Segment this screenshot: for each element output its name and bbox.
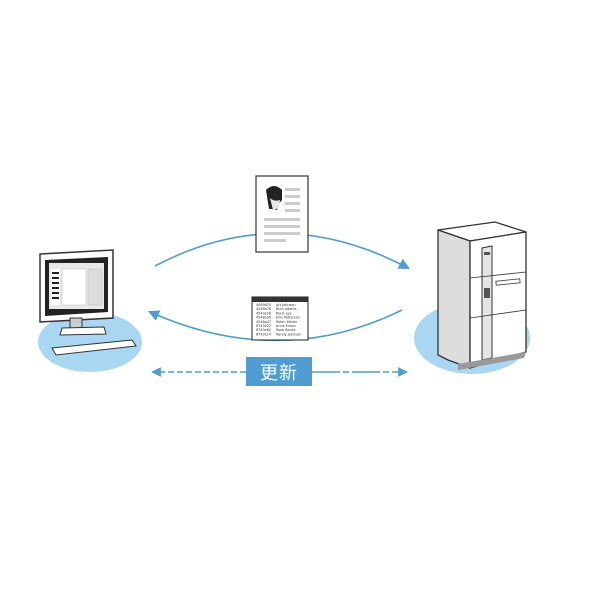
table-row-id: 8743e22 [256,324,271,328]
data-table-icon: 4469620 Art Johnson 4548a78 Ruth Adams 4543e… [251,296,309,341]
table-row-id: 4548a78 [256,307,271,311]
table-row-name: Ellis Patterson [276,316,300,320]
server-icon [437,221,527,370]
table-row-name: Anne Evans [276,324,296,328]
table-row-id: 8743e14 [256,332,271,336]
table-row-name: Art Johnson [276,303,295,307]
table-row-name: Randy Johnson [276,332,301,336]
table-row-name: Robin Maher [276,320,298,324]
table-row-name: Boris Lee [276,311,292,315]
table-row-id: 4548a35 [256,316,271,320]
profile-document-icon [255,175,309,253]
desktop-computer-icon [39,249,137,356]
client-base-ellipse [38,312,142,372]
update-label: 更新 [246,357,312,386]
table-row-name: Rose Banks [276,328,296,332]
table-row-id: 8743e62 [256,328,271,332]
table-row-id: 4543e26 [256,311,271,315]
table-row-id: 4469620 [256,303,271,307]
table-row-name: Ruth Adams [276,307,297,311]
table-row-id: 4548a47 [256,320,271,324]
